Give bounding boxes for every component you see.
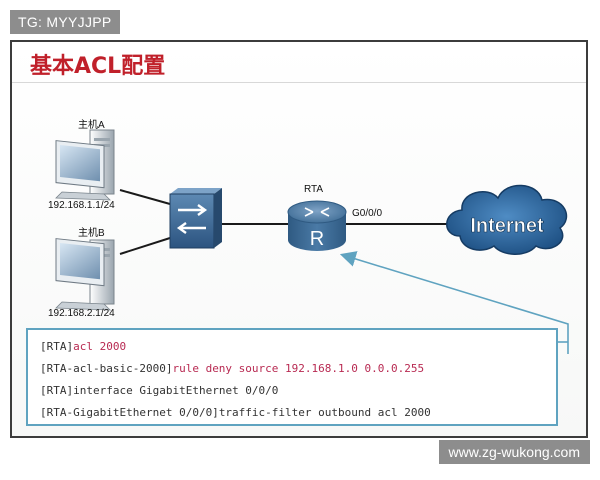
- command-text: rule deny source 192.168.1.0 0.0.0.255: [172, 362, 425, 375]
- host-b-label: 主机B: [78, 228, 105, 239]
- header-tag: TG: MYYJJPP: [10, 10, 120, 34]
- command-line: [RTA]acl 2000: [40, 340, 126, 353]
- host-b-computer-icon: [55, 238, 115, 311]
- internet-cloud-icon: Internet: [446, 184, 568, 255]
- host-a-computer-icon: [55, 129, 115, 201]
- command-box: [RTA]acl 2000 [RTA-acl-basic-2000]rule d…: [26, 328, 558, 426]
- host-a-ip: 192.168.1.1/24: [48, 200, 115, 211]
- switch-icon: [169, 188, 222, 249]
- slide: 基本ACL配置: [10, 40, 588, 438]
- router-icon: R: [287, 200, 347, 251]
- command-prompt: [RTA]: [40, 340, 74, 353]
- link-host-b-switch: [119, 237, 171, 255]
- watermark: www.zg-wukong.com: [438, 440, 590, 464]
- callout-arrow: [339, 251, 569, 354]
- host-a-label: 主机A: [78, 120, 105, 131]
- command-text: acl 2000: [73, 340, 127, 353]
- router-interface-label: G0/0/0: [352, 208, 383, 219]
- command-prompt: [RTA-acl-basic-2000]: [40, 362, 173, 375]
- command-line: [RTA-GigabitEthernet 0/0/0]traffic-filte…: [40, 406, 431, 419]
- network-diagram: R Internet: [55, 129, 569, 354]
- command-line: [RTA-acl-basic-2000]rule deny source 192…: [40, 362, 424, 375]
- internet-label: Internet: [470, 215, 544, 237]
- command-text: traffic-filter outbound acl 2000: [218, 406, 431, 419]
- router-symbol: R: [310, 228, 324, 250]
- slide-title: 基本ACL配置: [30, 54, 166, 79]
- command-text: interface GigabitEthernet 0/0/0: [73, 384, 279, 397]
- host-b-ip: 192.168.2.1/24: [48, 308, 115, 319]
- link-host-a-switch: [119, 189, 171, 205]
- command-line: [RTA]interface GigabitEthernet 0/0/0: [40, 384, 278, 397]
- command-prompt: [RTA-GigabitEthernet 0/0/0]: [40, 406, 219, 419]
- router-label: RTA: [304, 184, 324, 195]
- command-prompt: [RTA]: [40, 384, 74, 397]
- title-divider: [12, 82, 586, 83]
